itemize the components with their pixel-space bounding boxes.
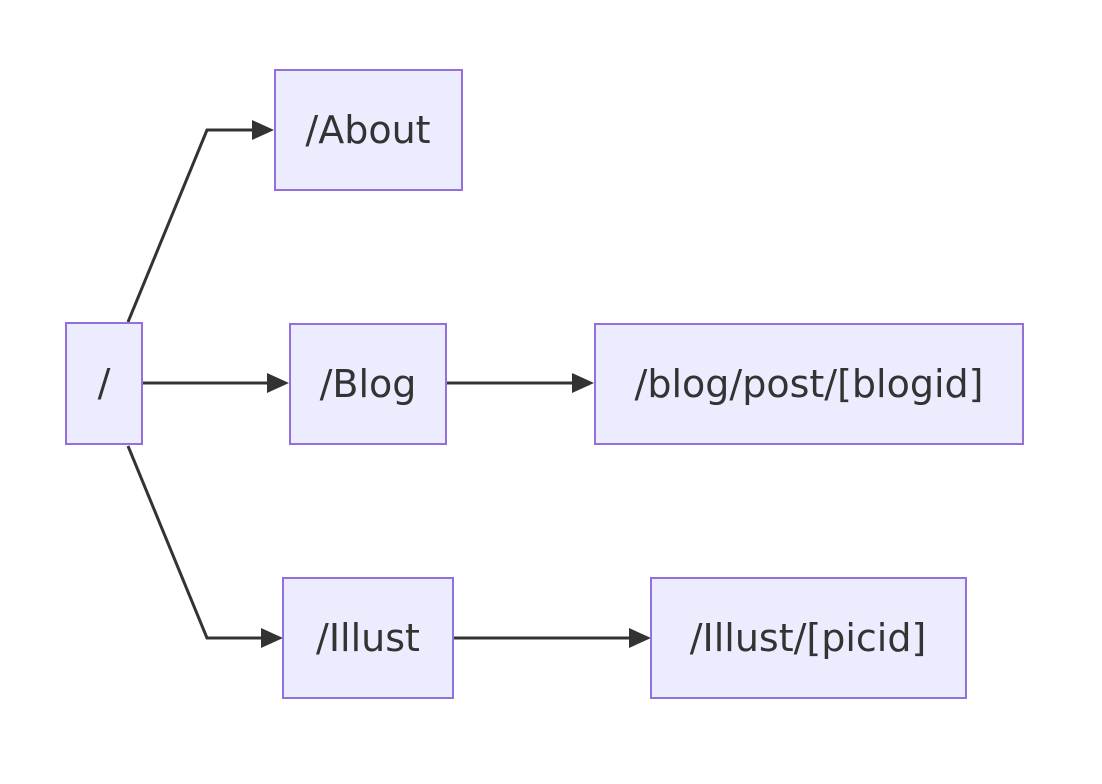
node-illust-pic: /Illust/[picid] <box>650 577 967 699</box>
arrowhead-about <box>252 120 274 140</box>
node-illust-label: /Illust <box>316 616 420 660</box>
edge-root-to-about <box>126 128 262 323</box>
node-blog-box <box>289 323 447 445</box>
node-blog-post: /blog/post/[blogid] <box>594 323 1024 445</box>
arrowhead-illust <box>261 628 283 648</box>
node-illust-pic-label: /Illust/[picid] <box>690 616 927 660</box>
node-blog-label: /Blog <box>320 362 417 406</box>
node-about: /About <box>274 69 463 191</box>
node-illust-pic-box <box>650 577 967 699</box>
node-illust-box <box>282 577 454 699</box>
arrowhead-blog-post <box>572 373 594 393</box>
arrowhead-blog <box>267 373 289 393</box>
node-blog-post-box <box>594 323 1024 445</box>
node-blog-post-label: /blog/post/[blogid] <box>635 362 984 406</box>
node-about-box <box>274 69 463 191</box>
node-root-label: / <box>98 361 111 405</box>
node-about-label: /About <box>305 108 430 152</box>
node-root: / <box>65 322 143 445</box>
edges <box>126 120 651 648</box>
arrowhead-illust-pic <box>629 628 651 648</box>
edge-root-to-illust <box>126 445 270 640</box>
node-illust: /Illust <box>282 577 454 699</box>
node-root-box <box>65 322 143 445</box>
node-blog: /Blog <box>289 323 447 445</box>
